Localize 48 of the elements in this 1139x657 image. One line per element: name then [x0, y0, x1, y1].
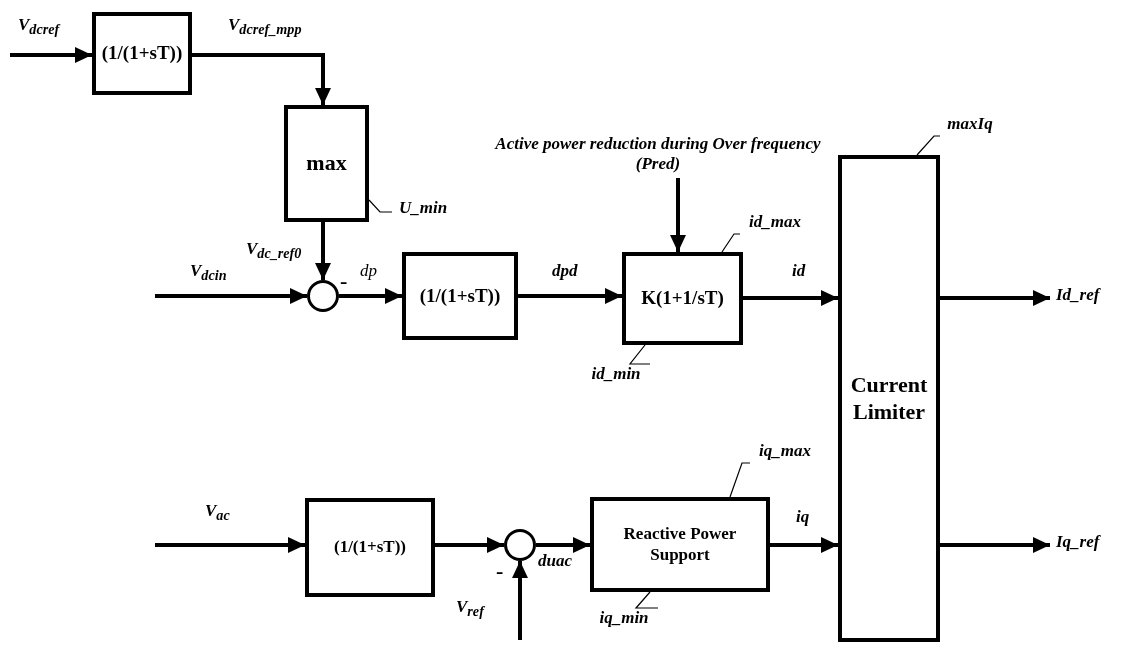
edge-label: V$_{dcref_mpp}$ [228, 16, 302, 38]
block: Current Limiter [838, 155, 940, 642]
block: max [284, 105, 369, 222]
arrow [192, 53, 331, 105]
leader-line [634, 591, 659, 609]
arrow [435, 537, 504, 553]
limit-label: id_max [740, 212, 810, 233]
edge-label: V$_{dc_ref0}$ [246, 240, 302, 262]
summing-junction [504, 529, 536, 561]
edge-label: iq [796, 508, 810, 527]
block: (1/(1+sT)) [92, 12, 192, 95]
arrow [512, 561, 528, 640]
edge-label: V$_{dcref}$ [18, 16, 60, 38]
arrow [536, 537, 590, 553]
input-description: Active power reduction during Over frequency (Pred) [488, 134, 828, 175]
arrow [940, 290, 1050, 306]
arrow [155, 288, 307, 304]
arrow [339, 288, 402, 304]
arrow [155, 537, 305, 553]
leader-line [721, 233, 741, 253]
minus-sign: - [340, 270, 348, 292]
leader-line [729, 462, 751, 498]
leader-line [368, 199, 393, 213]
block: (1/(1+sT)) [305, 498, 435, 597]
block: Reactive Power Support [590, 497, 770, 592]
edge-label: dp [360, 262, 377, 281]
arrow [315, 222, 331, 280]
block: (1/(1+sT)) [402, 252, 518, 340]
edge-label: dpd [552, 262, 578, 281]
limit-label: U_min [392, 198, 454, 219]
summing-junction [307, 280, 339, 312]
arrow [670, 178, 686, 252]
leader-line [628, 344, 651, 365]
arrow [518, 288, 622, 304]
limit-label: iq_max [750, 441, 820, 462]
edge-label: V$_{ref}$ [456, 598, 484, 620]
arrow [770, 537, 838, 553]
edge-label: Id_ref [1056, 286, 1100, 305]
limit-label: iq_min [590, 608, 658, 629]
leader-line [916, 135, 941, 156]
minus-sign: - [496, 560, 504, 582]
arrow [743, 290, 838, 306]
block: K(1+1/sT) [622, 252, 743, 345]
arrow [10, 47, 92, 63]
limit-label: maxIq [940, 114, 1000, 135]
arrow [940, 537, 1050, 553]
edge-label: Iq_ref [1056, 533, 1100, 552]
limit-label: id_min [582, 364, 650, 385]
